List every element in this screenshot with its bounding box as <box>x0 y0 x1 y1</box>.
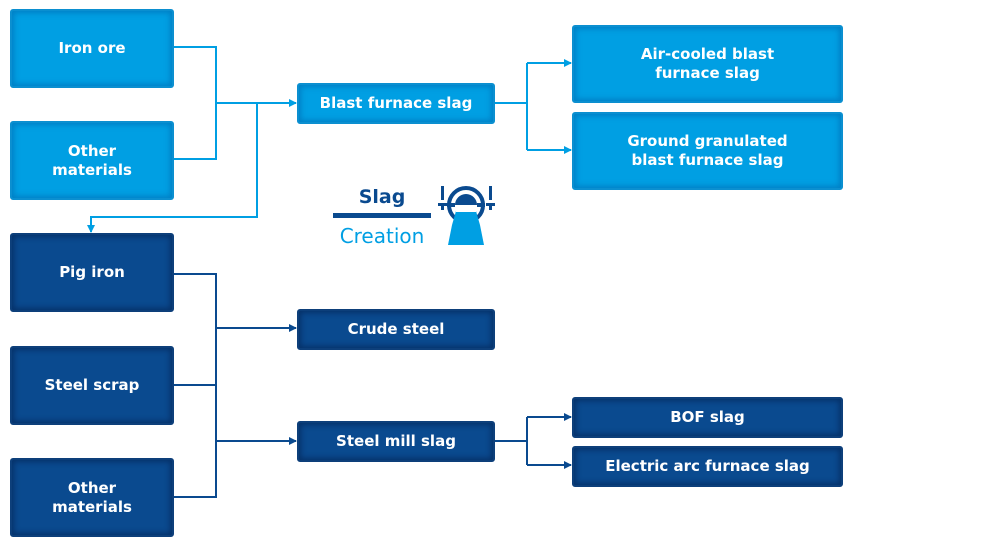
node-label: Other materials <box>52 141 132 179</box>
node-eaf-slag: Electric arc furnace slag <box>572 446 843 487</box>
node-bof-slag: BOF slag <box>572 397 843 438</box>
connector-iron-ore <box>173 46 217 160</box>
ladle-icon <box>438 186 495 245</box>
node-other-materials-1: Other materials <box>10 121 174 200</box>
node-crude-steel: Crude steel <box>297 309 495 350</box>
node-label: Pig iron <box>59 263 125 281</box>
node-label: Crude steel <box>347 320 445 338</box>
node-steel-mill-slag: Steel mill slag <box>297 421 495 462</box>
node-label: Iron ore <box>58 39 126 57</box>
node-air-cooled-bfs: Air-cooled blast furnace slag <box>572 25 843 103</box>
node-label: BOF slag <box>670 408 745 426</box>
node-steel-scrap: Steel scrap <box>10 346 174 425</box>
legend-title: Slag <box>358 186 406 208</box>
node-label: Air-cooled blast furnace slag <box>640 45 775 82</box>
node-pig-iron: Pig iron <box>10 233 174 312</box>
connector-to-pig-iron <box>87 103 258 233</box>
node-label: Ground granulated blast furnace slag <box>627 132 788 169</box>
node-label: Electric arc furnace slag <box>605 457 810 475</box>
node-blast-furnace-slag: Blast furnace slag <box>297 83 495 124</box>
node-other-materials-2: Other materials <box>10 458 174 537</box>
node-label: Steel mill slag <box>336 432 456 450</box>
node-ground-granulated-bfs: Ground granulated blast furnace slag <box>572 112 843 190</box>
node-label: Steel scrap <box>44 376 140 394</box>
node-label: Blast furnace slag <box>319 94 473 112</box>
node-iron-ore: Iron ore <box>10 9 174 88</box>
node-label: Other materials <box>52 478 132 516</box>
legend-subtitle: Creation <box>339 224 425 248</box>
legend-divider <box>333 213 431 218</box>
